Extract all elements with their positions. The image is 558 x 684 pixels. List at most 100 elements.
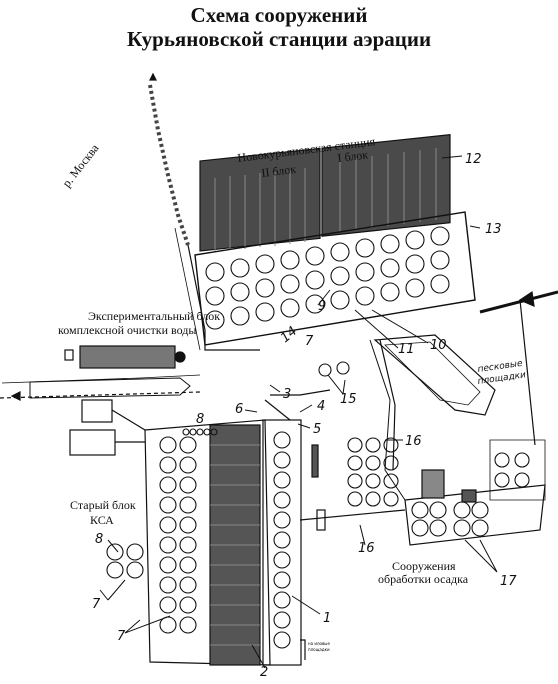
settler-circle-new bbox=[380, 282, 400, 302]
sand-sites bbox=[373, 334, 496, 416]
settler-circle-old bbox=[159, 496, 177, 514]
settler-circle-new bbox=[280, 274, 300, 294]
sludge-circle-17 bbox=[494, 452, 510, 468]
settler-circle-1 bbox=[273, 471, 291, 489]
settler-circle-old bbox=[159, 516, 177, 534]
settler-circle-new bbox=[280, 298, 300, 318]
pipe-arrow-top bbox=[149, 72, 157, 81]
settler-circle-old bbox=[159, 556, 177, 574]
circle-group-8 bbox=[106, 543, 124, 561]
settler-circle-old bbox=[159, 576, 177, 594]
number-8-a: 8 bbox=[95, 532, 103, 547]
number-7-c: 7 bbox=[305, 334, 314, 349]
settler-circle-new bbox=[230, 306, 250, 326]
settler-circle-new bbox=[430, 250, 450, 270]
settler-circle-old bbox=[179, 516, 197, 534]
settler-circle-new bbox=[305, 246, 325, 266]
new-station-outline bbox=[194, 211, 476, 346]
circle-15 bbox=[318, 363, 332, 377]
digester-circle-16 bbox=[365, 455, 381, 471]
settler-circle-new bbox=[380, 258, 400, 278]
settler-circle-new bbox=[430, 274, 450, 294]
number-10: 10 bbox=[430, 338, 447, 353]
digester-circle-16 bbox=[347, 437, 363, 453]
settler-circle-new bbox=[230, 258, 250, 278]
number-1: 1 bbox=[323, 611, 331, 626]
settler-circle-old bbox=[179, 596, 197, 614]
circle-group-8 bbox=[106, 561, 124, 579]
settler-circle-1 bbox=[273, 531, 291, 549]
settlers-1 bbox=[262, 419, 302, 666]
settler-circle-old bbox=[179, 576, 197, 594]
settler-circle-new bbox=[305, 270, 325, 290]
small-circle-8 bbox=[210, 428, 218, 436]
experimental-block bbox=[79, 345, 176, 369]
label-block-2: II блок bbox=[261, 162, 297, 180]
sludge-circle-17 bbox=[429, 501, 447, 519]
sludge-circle-17 bbox=[429, 519, 447, 537]
circle-group-8 bbox=[126, 561, 144, 579]
label-sludge-2: обработки осадка bbox=[378, 572, 469, 586]
digester-circle-16 bbox=[365, 473, 381, 489]
sludge-circle-17 bbox=[471, 501, 489, 519]
sludge-circle-17 bbox=[514, 472, 530, 488]
settler-circle-old bbox=[179, 476, 197, 494]
number-8-b: 8 bbox=[196, 412, 204, 427]
settler-circle-new bbox=[305, 294, 325, 314]
digester-circle-16 bbox=[365, 491, 381, 507]
sludge-outline bbox=[404, 484, 546, 546]
label-river: р. Москва bbox=[59, 141, 102, 190]
sludge-circle-17 bbox=[471, 519, 489, 537]
settler-circle-new bbox=[405, 230, 425, 250]
diagram-title-line2: Курьяновской станции аэрации bbox=[126, 27, 432, 51]
sludge-circle-17 bbox=[494, 472, 510, 488]
settler-circle-new bbox=[355, 238, 375, 258]
label-old-block-2: КСА bbox=[90, 513, 114, 527]
settler-circle-new bbox=[205, 262, 225, 282]
sludge-circle-17 bbox=[411, 501, 429, 519]
settler-circle-old bbox=[179, 616, 197, 634]
settler-circle-new bbox=[405, 278, 425, 298]
number-16-a: 16 bbox=[405, 434, 422, 449]
settler-circle-new bbox=[205, 286, 225, 306]
settler-circle-new bbox=[330, 290, 350, 310]
top-pipeline bbox=[148, 84, 190, 246]
number-13: 13 bbox=[485, 222, 502, 237]
sludge-circle-17 bbox=[514, 452, 530, 468]
settler-circle-new bbox=[355, 286, 375, 306]
settler-circle-old bbox=[159, 476, 177, 494]
settler-circle-new bbox=[255, 278, 275, 298]
label-exp-block-2: комплексной очистки воды bbox=[58, 323, 196, 337]
sludge-circle-17 bbox=[411, 519, 429, 537]
number-2: 2 bbox=[260, 665, 268, 680]
small-circle-8 bbox=[196, 428, 204, 436]
digester-circle-16 bbox=[365, 437, 381, 453]
number-7-a: 7 bbox=[92, 597, 101, 612]
small-circle-8 bbox=[182, 428, 190, 436]
digester-circle-16 bbox=[383, 473, 399, 489]
label-sludge-1: Сооружения bbox=[392, 559, 456, 573]
number-15: 15 bbox=[340, 392, 357, 407]
settler-circle-old bbox=[159, 436, 177, 454]
settler-circle-1 bbox=[273, 511, 291, 529]
settler-circle-new bbox=[205, 310, 225, 330]
sludge-circle-17 bbox=[453, 519, 471, 537]
settler-circle-1 bbox=[273, 431, 291, 449]
settler-circle-1 bbox=[273, 591, 291, 609]
digester-circle-16 bbox=[383, 455, 399, 471]
settler-circle-1 bbox=[273, 611, 291, 629]
settler-circle-new bbox=[355, 262, 375, 282]
sludge-circle-17 bbox=[453, 501, 471, 519]
settler-circle-new bbox=[380, 234, 400, 254]
number-11: 11 bbox=[398, 342, 415, 357]
number-3: 3 bbox=[283, 387, 291, 402]
number-5: 5 bbox=[313, 422, 321, 437]
settler-circle-new bbox=[330, 242, 350, 262]
settler-circle-1 bbox=[273, 551, 291, 569]
settler-circle-new bbox=[255, 302, 275, 322]
label-to-sites-2: площадки bbox=[308, 647, 330, 652]
settler-circle-old bbox=[179, 556, 197, 574]
digester-circle-16 bbox=[383, 491, 399, 507]
number-16-b: 16 bbox=[358, 541, 375, 556]
